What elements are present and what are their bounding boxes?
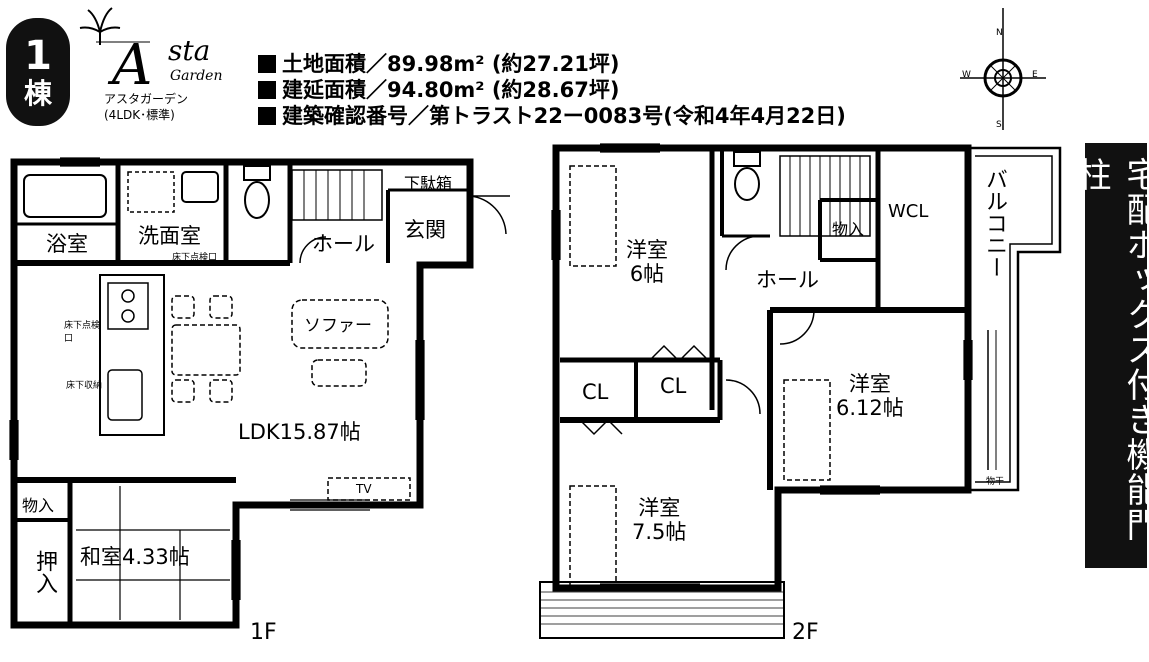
room-washroom: 洗面室 [138, 224, 201, 248]
room-washitsu: 和室4.33帖 [80, 545, 190, 569]
room-ldk: LDK15.87帖 [238, 420, 361, 444]
compass-east: E [1032, 70, 1038, 80]
room-western-75: 洋室 7.5帖 [632, 496, 687, 544]
sofa-label: ソファー [304, 316, 372, 336]
compass-south: S [996, 120, 1002, 130]
room-hall-2f: ホール [756, 268, 819, 292]
compass-west: W [962, 70, 971, 80]
floor-hatch-label: 床下点検口 [172, 253, 218, 263]
room-bath: 浴室 [46, 232, 88, 256]
shoe-box: 下駄箱 [404, 174, 453, 193]
drying-label: 物干 [986, 477, 1005, 487]
floor2-label: 2F [792, 620, 819, 645]
building-number: 1 [24, 33, 52, 79]
room-western-6: 洋室 6帖 [626, 238, 668, 286]
floor1-label: 1F [250, 620, 277, 645]
compass-icon [960, 8, 1046, 130]
compass-north: N [996, 28, 1003, 38]
brand-name: sta [168, 34, 211, 67]
room-entrance: 玄関 [404, 218, 446, 242]
brand-kana: アスタガーデン [104, 92, 189, 106]
building-badge: 1 棟 [6, 18, 70, 126]
kitchen-storage-label: 床下収納 [66, 381, 103, 391]
floor1-plan [9, 157, 510, 629]
room-western-612: 洋室 6.12帖 [836, 372, 904, 420]
closet-2: CL [660, 374, 687, 398]
floor-area: 建延面積／94.80m² (約28.67坪) [258, 74, 619, 104]
room-balcony: バルコニー [982, 168, 1007, 278]
permit-number: 建築確認番号／第トラスト22ー0083号(令和4年4月22日) [258, 100, 846, 130]
building-unit: 棟 [23, 77, 52, 110]
leaf-logo-icon [79, 7, 150, 45]
room-oshiire: 押入 [32, 550, 57, 594]
floor2-plan [539, 143, 1062, 639]
closet-1: CL [582, 380, 609, 404]
land-area: 土地面積／89.98m² (約27.21坪) [258, 48, 619, 78]
delivery-box-banner: 宅配ボックス付き機能門柱 [1071, 143, 1149, 568]
room-wcl: WCL [888, 201, 929, 222]
brand-letter: A [112, 33, 153, 98]
room-storage-2f: 物入 [832, 220, 865, 239]
kitchen-hatch-label: 床下点検口 [64, 321, 101, 344]
tv-label: TV [356, 482, 372, 496]
brand-sub: Garden [170, 68, 223, 84]
room-hall-1f: ホール [312, 232, 375, 256]
plan-type: (4LDK･標準) [104, 108, 175, 122]
room-storage-1f: 物入 [22, 496, 55, 515]
